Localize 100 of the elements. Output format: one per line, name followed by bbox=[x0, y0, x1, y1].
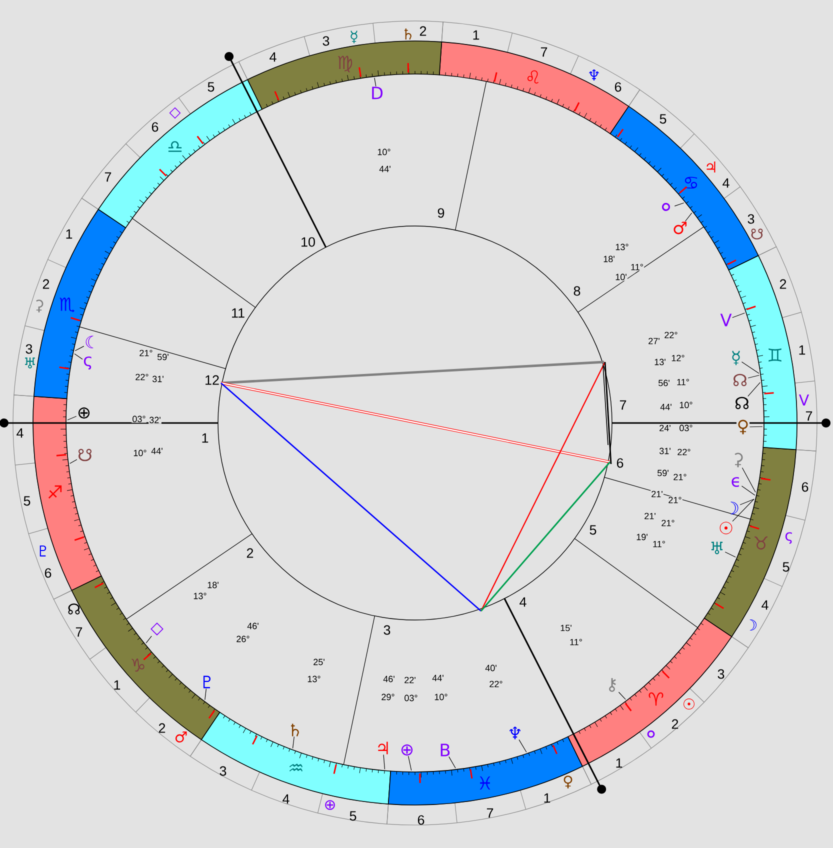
ring-number: 2 bbox=[672, 719, 678, 729]
planet-symbol: ⊕ bbox=[401, 744, 413, 756]
degree-label: 26° bbox=[236, 635, 250, 643]
house-number: 3 bbox=[384, 625, 390, 635]
ring-number: 6 bbox=[418, 815, 424, 825]
house-number: 1 bbox=[202, 433, 208, 443]
planet-symbol: ☊ bbox=[736, 396, 749, 410]
degree-label: 27' bbox=[648, 337, 660, 345]
degree-label: 40' bbox=[484, 664, 498, 672]
planet-symbol: ☋ bbox=[751, 228, 763, 240]
ring-number: 5 bbox=[208, 82, 214, 92]
degree-label: 29° bbox=[380, 693, 396, 701]
degree-label: 46' bbox=[246, 622, 260, 630]
planet-symbol: ♇ bbox=[203, 676, 211, 688]
degree-label: 59' bbox=[156, 353, 170, 361]
degree-label: 59' bbox=[656, 469, 670, 477]
degree-label: 03° bbox=[132, 415, 146, 423]
ring-number: 5 bbox=[782, 562, 790, 572]
house-number: 6 bbox=[616, 458, 624, 468]
degree-label: 10° bbox=[434, 693, 448, 701]
house-number: 10 bbox=[302, 237, 315, 247]
ring-number: 6 bbox=[802, 482, 808, 492]
ring-number: 4 bbox=[16, 428, 24, 438]
planet-symbol: ♃ bbox=[706, 162, 716, 172]
ring-number: 7 bbox=[540, 47, 548, 57]
ring-number: 6 bbox=[614, 82, 622, 92]
degree-label: 56' bbox=[658, 379, 670, 387]
planet-symbol: ☊ bbox=[68, 604, 80, 614]
planet-symbol: ⚳ bbox=[734, 452, 743, 468]
degree-label: 13° bbox=[306, 675, 322, 683]
ring-number: 4 bbox=[762, 600, 768, 610]
ring-number: 1 bbox=[544, 793, 550, 803]
ring-number: 4 bbox=[722, 178, 730, 188]
house-number: 11 bbox=[232, 308, 244, 318]
leader-line bbox=[674, 202, 684, 206]
leader-line bbox=[70, 459, 78, 464]
ring-number: 2 bbox=[780, 279, 786, 289]
planet-symbol: ⊕ bbox=[325, 800, 335, 810]
ring-number: 7 bbox=[76, 627, 82, 637]
degree-label: 10° bbox=[678, 401, 694, 409]
planet-symbol: ☉ bbox=[684, 698, 694, 710]
house-number: 8 bbox=[574, 286, 580, 296]
ring-number: 4 bbox=[270, 52, 276, 62]
leader-line bbox=[518, 739, 527, 752]
house-number: 5 bbox=[590, 525, 596, 535]
leader-line bbox=[740, 498, 754, 506]
planet-symbol: ◇ bbox=[150, 622, 164, 636]
leader-line bbox=[292, 736, 294, 749]
ring-number: 3 bbox=[322, 36, 330, 46]
house-number: 7 bbox=[620, 400, 626, 410]
house-number: 4 bbox=[520, 597, 526, 607]
degree-label: 10° bbox=[132, 449, 148, 457]
planet-symbol: V bbox=[798, 394, 809, 406]
leader-line bbox=[146, 636, 152, 644]
degree-label: 18' bbox=[206, 581, 220, 589]
leader-line bbox=[742, 467, 756, 493]
planet-symbol: ☊ bbox=[734, 374, 747, 386]
degree-label: 13° bbox=[614, 243, 630, 251]
planet-symbol: ☽ bbox=[750, 620, 756, 630]
planet-symbol: ϵ bbox=[732, 477, 739, 487]
ring-number: 1 bbox=[114, 680, 120, 690]
ring-number: 7 bbox=[806, 411, 812, 421]
planet-symbol: ◇ bbox=[169, 107, 181, 119]
planet-symbol: ♆ bbox=[589, 70, 599, 80]
degree-label: 31' bbox=[658, 447, 672, 455]
planet-symbol: ♂ bbox=[674, 222, 686, 234]
leader-line bbox=[732, 312, 745, 318]
leader-line bbox=[749, 426, 763, 428]
house-number: 2 bbox=[246, 548, 254, 558]
ring-number: 4 bbox=[282, 794, 290, 804]
planet-symbol: ♅ bbox=[25, 358, 35, 368]
ring-number: 1 bbox=[473, 30, 480, 40]
planet-symbol: ♄ bbox=[291, 724, 299, 736]
leader-line bbox=[724, 552, 736, 558]
planet-symbol: ☿ bbox=[350, 30, 358, 44]
ring-number: 5 bbox=[350, 811, 356, 821]
ring-number: 1 bbox=[616, 758, 622, 768]
ring-number: 5 bbox=[660, 114, 666, 124]
ring-number: 6 bbox=[152, 122, 158, 132]
ring-number: 2 bbox=[158, 723, 166, 733]
degree-label: 25' bbox=[312, 658, 326, 666]
leader-line bbox=[741, 486, 756, 496]
planet-symbol: ∘ bbox=[647, 730, 655, 738]
planet-symbol: ∘ bbox=[662, 202, 670, 211]
ring-number: 6 bbox=[44, 568, 52, 578]
ring-number: 1 bbox=[66, 229, 72, 239]
leader-line bbox=[732, 498, 754, 522]
ring-number: 3 bbox=[718, 669, 724, 679]
ring-number: 3 bbox=[220, 766, 226, 776]
planet-symbol: ♅ bbox=[711, 542, 723, 554]
leader-line bbox=[408, 756, 412, 771]
degree-label: 03° bbox=[404, 694, 418, 702]
leader-line bbox=[74, 353, 83, 360]
degree-label: 19' bbox=[636, 533, 648, 541]
leader-line bbox=[204, 688, 207, 700]
planet-symbol: ☿ bbox=[732, 350, 740, 366]
degree-label: 46' bbox=[382, 675, 396, 683]
degree-label: 31' bbox=[152, 375, 164, 383]
planet-symbol: B bbox=[440, 744, 450, 756]
leader-line bbox=[741, 362, 760, 374]
